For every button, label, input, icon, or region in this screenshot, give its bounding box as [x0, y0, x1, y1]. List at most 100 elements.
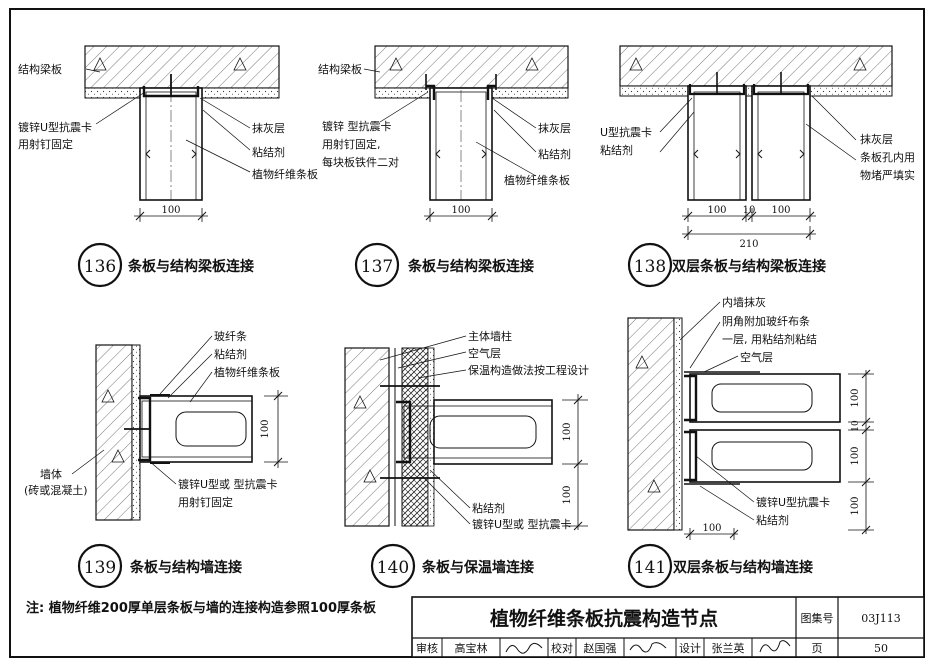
- detail-141: 内墙抹灰 阴角附加玻纤布条 一层, 用粘结剂粘结 空气层 镀锌U型抗震卡 粘结剂…: [627, 295, 874, 589]
- dim-bottom-panel: 100: [850, 446, 861, 465]
- label-insulation: 保温构造做法按工程设计: [468, 363, 589, 377]
- label-adhesive: 粘结剂: [214, 347, 247, 361]
- structural-slab: [619, 45, 893, 87]
- label-nail-fix: 用射钉固定: [18, 137, 73, 151]
- u-clip: [396, 400, 412, 464]
- label-hole-fill: 条板孔内用: [860, 150, 915, 164]
- label-glass-fiber-strip: 玻纤条: [214, 329, 247, 343]
- detail-title: 双层条板与结构梁板连接: [672, 258, 826, 275]
- structural-wall: [95, 344, 133, 521]
- label-corner-mesh-2: 一层, 用粘结剂粘结: [722, 332, 817, 346]
- detail-138: U型抗震卡 粘结剂 抹灰层 条板孔内用 物堵严填实 100 10 100 210…: [600, 45, 915, 288]
- detail-number: 141: [634, 558, 666, 578]
- detail-140: 主体墙柱 空气层 保温构造做法按工程设计 粘结剂 镀锌U型或 型抗震卡 100 …: [344, 329, 589, 589]
- label-adhesive: 粘结剂: [472, 501, 505, 515]
- l-clip-left: [426, 84, 436, 100]
- designer-signature: [759, 640, 791, 653]
- main-wall-column: [344, 347, 390, 527]
- plaster-layer: [131, 344, 141, 521]
- checker-name: 赵国强: [584, 641, 617, 655]
- dim-gap: 10: [851, 420, 861, 432]
- dim-total: 210: [739, 239, 758, 250]
- detail-title: 条板与结构梁板连接: [407, 258, 534, 275]
- label-u-clip: U型抗震卡: [600, 125, 652, 139]
- dim-left: 100: [707, 205, 726, 216]
- detail-title: 条板与结构梁板连接: [127, 258, 254, 275]
- insulation-layer: [401, 347, 429, 527]
- detail-number-circle: [77, 543, 123, 589]
- detail-number-circle: [77, 242, 123, 288]
- label-plaster: 抹灰层: [860, 132, 893, 146]
- panel-core-hole: [175, 411, 247, 447]
- sheet-title: 植物纤维条板抗震构造节点: [490, 607, 718, 630]
- detail-136: 结构梁板 镀锌U型抗震卡 用射钉固定 抹灰层 粘结剂 植物纤维条板 100 13…: [18, 45, 318, 288]
- label-main-wall: 主体墙柱: [468, 329, 512, 343]
- dim-right: 100: [771, 205, 790, 216]
- fiber-panel-right: [751, 85, 811, 201]
- structural-slab: [374, 45, 569, 89]
- l-clip-right: [486, 84, 496, 100]
- atlas-label: 图集号: [801, 611, 834, 625]
- detail-number-circle: [627, 543, 673, 589]
- fiber-panel: [139, 395, 253, 463]
- reviewer-name: 高宝林: [455, 641, 488, 655]
- dim-horizontal: 100: [702, 523, 721, 534]
- label-interior-plaster: 内墙抹灰: [722, 295, 766, 309]
- dim-top-panel: 100: [850, 388, 861, 407]
- panel-core-hole: [711, 383, 813, 413]
- label-panel: 植物纤维条板: [252, 167, 318, 181]
- label-clip: 镀锌U型或 型抗震卡: [178, 477, 278, 491]
- reviewer-signature: [505, 642, 543, 654]
- label-u-clip: 镀锌U型抗震卡: [756, 495, 830, 509]
- label-panel: 植物纤维条板: [504, 173, 570, 187]
- detail-139: 玻纤条 粘结剂 植物纤维条板 墙体 (砖或混凝土) 镀锌U型或 型抗震卡 用射钉…: [24, 329, 288, 589]
- label-structural-slab: 结构梁板: [318, 62, 362, 76]
- panel-core-hole: [429, 415, 537, 449]
- structural-wall: [627, 317, 675, 531]
- title-block: 植物纤维条板抗震构造节点 图集号 03J113 审核 高宝林 校对 赵国强 设计…: [411, 596, 925, 658]
- detail-number: 139: [84, 558, 116, 578]
- dim-panel: 100: [562, 422, 573, 441]
- fiber-panel-top: [689, 373, 841, 423]
- label-air-layer: 空气层: [740, 350, 773, 364]
- dim-gap: 10: [743, 205, 756, 216]
- label-clip: 镀锌 型抗震卡: [322, 119, 392, 133]
- dim-width: 100: [451, 205, 470, 216]
- page-number: 50: [874, 642, 888, 655]
- fiber-panel-bottom: [689, 429, 841, 483]
- label-adhesive: 粘结剂: [756, 513, 789, 527]
- detail-number: 138: [634, 257, 666, 277]
- panel-core-hole: [711, 441, 813, 471]
- label-nail-fix: 用射钉固定,: [322, 137, 381, 151]
- fiber-panel: [429, 87, 493, 201]
- check-label: 校对: [551, 641, 573, 655]
- dim-width: 100: [161, 205, 180, 216]
- label-panel: 植物纤维条板: [214, 365, 280, 379]
- detail-number: 137: [361, 257, 393, 277]
- detail-number-circle: [627, 242, 673, 288]
- page-label: 页: [812, 642, 823, 655]
- design-label: 设计: [679, 642, 701, 655]
- label-wall: 墙体: [40, 467, 62, 481]
- detail-number: 136: [84, 257, 116, 277]
- label-adhesive: 粘结剂: [252, 145, 285, 159]
- detail-number-circle: [354, 242, 400, 288]
- label-adhesive: 粘结剂: [538, 147, 571, 161]
- review-label: 审核: [416, 641, 438, 655]
- fiber-panel: [139, 87, 203, 201]
- label-nail-fix: 用射钉固定: [178, 495, 233, 509]
- dim-thickness: 100: [260, 419, 271, 438]
- label-structural-slab: 结构梁板: [18, 62, 62, 76]
- label-adhesive: 粘结剂: [600, 143, 633, 157]
- sheet-note: 注: 植物纤维200厚单层条板与墙的连接构造参照100厚条板: [26, 600, 377, 616]
- fiber-panel: [433, 399, 553, 465]
- detail-title: 双层条板与结构墙连接: [673, 559, 813, 576]
- structural-slab: [84, 45, 280, 89]
- label-hole-fill-2: 物堵严填实: [860, 168, 915, 182]
- designer-name: 张兰英: [712, 641, 745, 655]
- label-plaster: 抹灰层: [538, 121, 571, 135]
- detail-number-circle: [370, 543, 416, 589]
- checker-signature: [629, 642, 667, 653]
- label-air-layer: 空气层: [468, 346, 501, 360]
- plaster-layer: [673, 317, 683, 531]
